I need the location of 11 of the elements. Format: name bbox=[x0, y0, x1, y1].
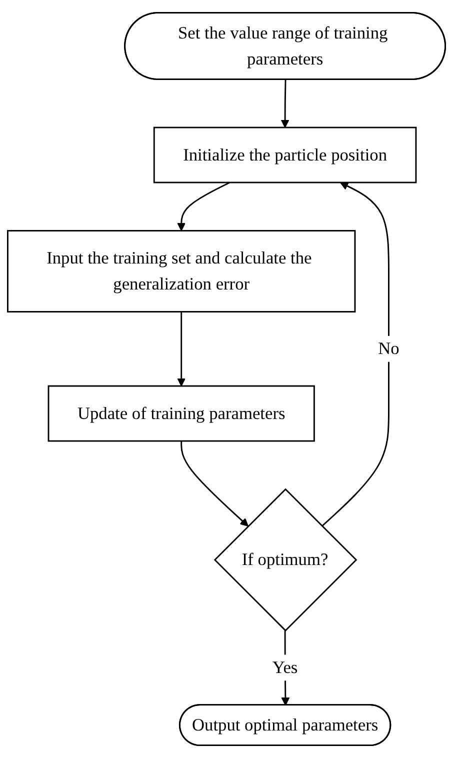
node-box: Update of training parameters bbox=[48, 386, 315, 442]
edge-label: Yes bbox=[272, 658, 298, 678]
arrow bbox=[177, 182, 230, 232]
node-box: Input the training set and calculate the generalization error bbox=[7, 230, 356, 313]
arrow bbox=[280, 80, 290, 128]
arrow bbox=[177, 312, 186, 387]
edge-label: No bbox=[378, 339, 400, 359]
arrow bbox=[321, 182, 390, 528]
node-diamond: If optimum? bbox=[214, 488, 358, 632]
arrow bbox=[180, 441, 249, 527]
node-box: Initialize the particle position bbox=[153, 127, 417, 184]
